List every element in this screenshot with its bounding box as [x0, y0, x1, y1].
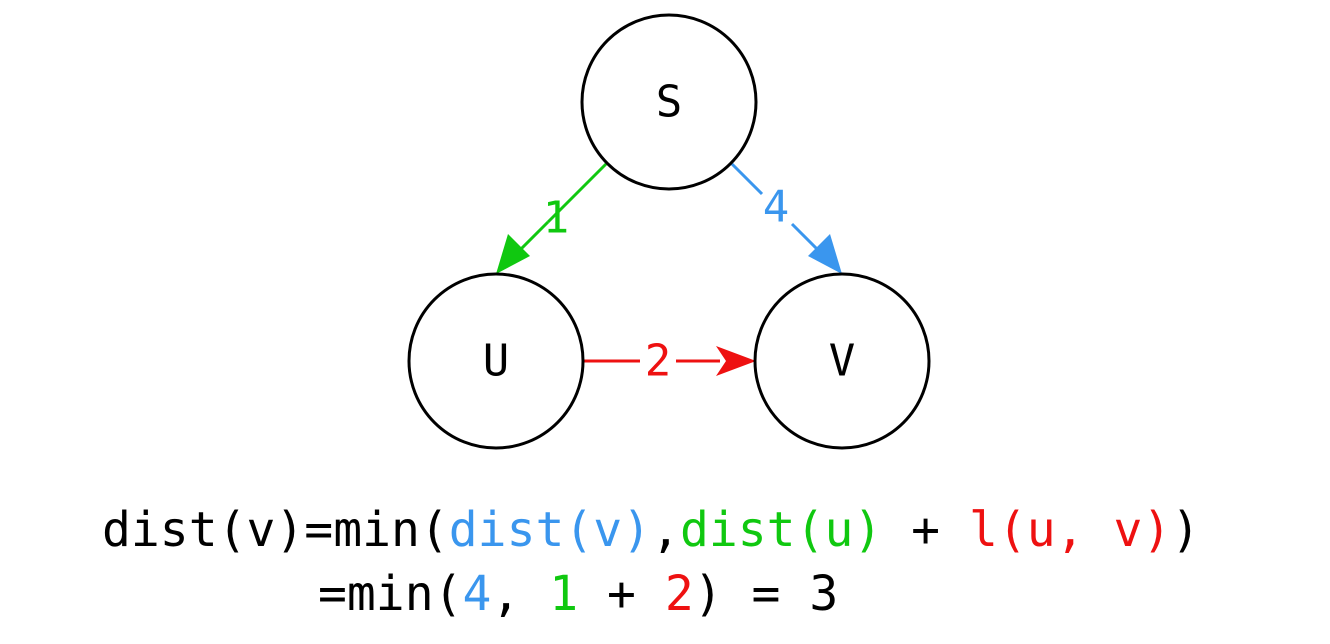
node-v: V [753, 272, 931, 450]
formula-value-1: 1 [549, 566, 578, 622]
edge-s-v: 4 [730, 162, 842, 274]
node-v-label: V [829, 336, 856, 387]
node-s-circle [580, 13, 758, 191]
formula-line-1-close: ) [1171, 502, 1200, 558]
formula-line-1-plus: + [882, 502, 969, 558]
formula-line-1-lhs: dist(v)=min( [102, 502, 449, 558]
formula-line-2-suffix: ) = 3 [694, 566, 839, 622]
formula-line-1: dist(v)=min(dist(v),dist(u) + l(u, v)) [102, 502, 1200, 558]
formula-line-2: =min(4, 1 + 2) = 3 [318, 566, 838, 622]
formula-term-edge-length: l(u, v) [969, 502, 1171, 558]
formula-value-4: 4 [463, 566, 492, 622]
edge-s-v-arrowhead [808, 234, 842, 274]
formula-term-dist-u: dist(u) [680, 502, 882, 558]
formula-line-2-prefix: =min( [318, 566, 463, 622]
node-s-label: S [656, 77, 683, 128]
formula-line-2-comma: , [491, 566, 549, 622]
node-u: U [407, 272, 585, 450]
formula-line-2-plus: + [578, 566, 665, 622]
node-s: S [580, 13, 758, 191]
edge-s-u-weight: 1 [543, 193, 570, 244]
node-v-circle [753, 272, 931, 450]
edge-s-u-arrowhead [496, 234, 530, 274]
formula-value-2: 2 [665, 566, 694, 622]
formula-line-1-comma: , [651, 502, 680, 558]
edge-u-v-arrowhead [716, 346, 756, 376]
edge-u-v-weight: 2 [645, 336, 672, 387]
edge-s-u: 1 [496, 162, 608, 274]
edge-u-v: 2 [584, 336, 756, 387]
formula-term-dist-v: dist(v) [449, 502, 651, 558]
edge-s-v-weight: 4 [763, 182, 790, 233]
node-u-label: U [483, 336, 510, 387]
node-u-circle [407, 272, 585, 450]
